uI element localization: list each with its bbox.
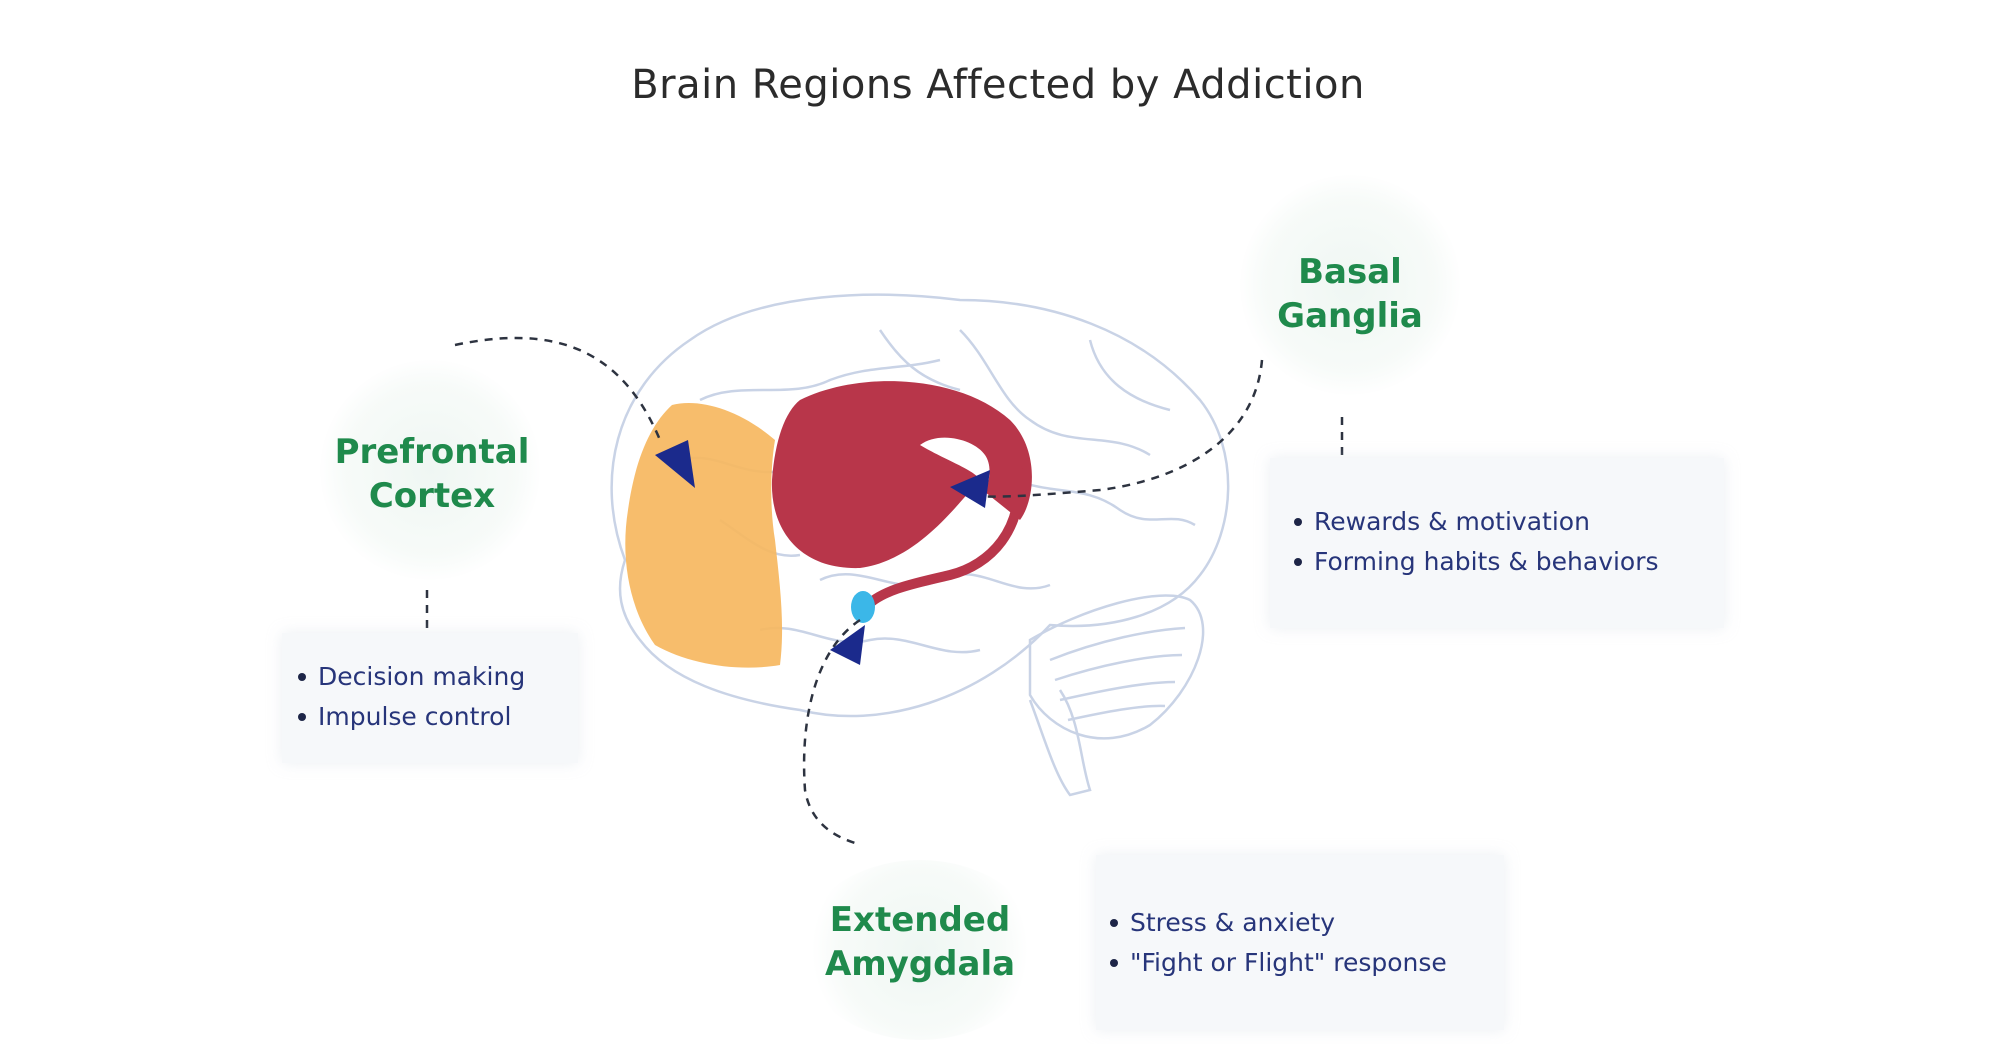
amygdala-connector <box>802 618 861 845</box>
list-item: Impulse control <box>296 697 578 737</box>
basal-info-box: Rewards & motivation Forming habits & be… <box>1270 458 1724 628</box>
list-item: Rewards & motivation <box>1292 502 1724 542</box>
list-item: Stress & anxiety <box>1108 903 1504 943</box>
amygdala-arrow <box>830 625 865 665</box>
cerebellum-fold <box>1049 626 1186 662</box>
cerebrum-outline <box>610 293 1230 718</box>
prefrontal-cortex-region <box>625 403 783 668</box>
extended-amygdala-label: Extended Amygdala <box>824 900 1016 984</box>
gyrus-line <box>699 358 941 402</box>
list-item: "Fight or Flight" response <box>1108 943 1504 983</box>
prefrontal-info-box: Decision making Impulse control <box>282 633 578 763</box>
cerebellum-outline <box>1028 594 1205 740</box>
gyrus-line <box>1088 339 1171 412</box>
amygdala-halo <box>800 860 1040 1040</box>
basal-ganglia-tail <box>860 465 1024 613</box>
basal-ganglia-region <box>771 381 1032 569</box>
diagram-title: Brain Regions Affected by Addiction <box>631 62 1365 108</box>
prefrontal-halo <box>320 360 540 580</box>
brainstem-outline <box>1028 689 1092 797</box>
basal-ganglia-label: Basal Ganglia <box>1277 252 1423 336</box>
list-item: Decision making <box>296 657 578 697</box>
prefrontal-cortex-label: Prefrontal Cortex <box>334 432 530 516</box>
gyrus-line <box>878 329 961 392</box>
prefrontal-connector <box>454 336 662 441</box>
amygdala-dot <box>851 591 875 623</box>
gyrus-line <box>959 329 1151 457</box>
gyrus-line <box>999 468 1196 527</box>
brain-illustration <box>610 293 1230 797</box>
cerebellum-fold <box>1059 680 1176 702</box>
cerebellum-fold <box>1067 704 1166 722</box>
basal-halo <box>1240 175 1460 395</box>
basal-arrow <box>950 470 990 508</box>
prefrontal-arrow <box>655 440 695 488</box>
gyrus-line <box>759 626 981 654</box>
amygdala-info-box: Stress & anxiety "Fight or Flight" respo… <box>1096 855 1504 1030</box>
list-item: Forming habits & behaviors <box>1292 542 1724 582</box>
cerebellum-fold <box>1054 653 1183 682</box>
